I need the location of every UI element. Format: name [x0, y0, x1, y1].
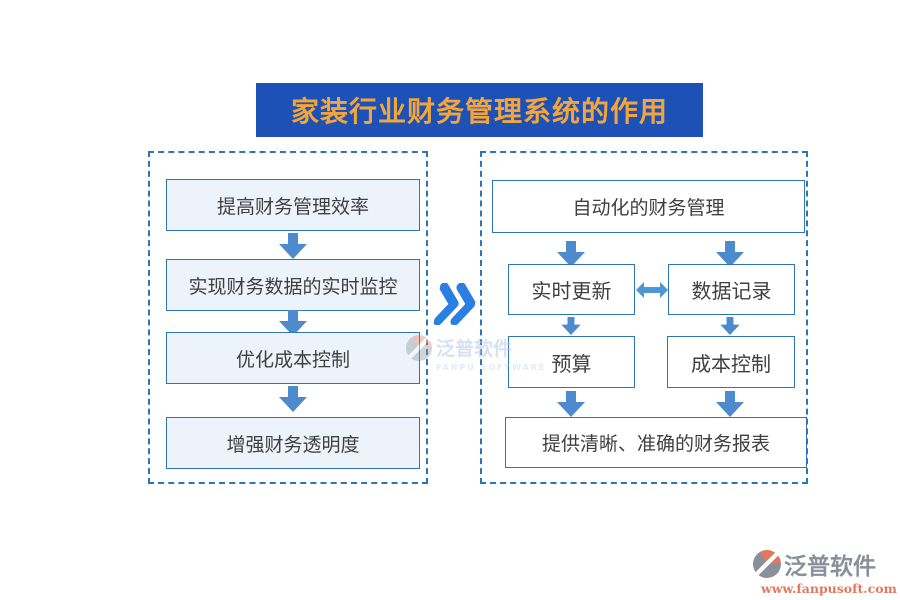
- left-step-4: 增强财务透明度: [166, 417, 420, 469]
- left-step-3-label: 优化成本控制: [235, 348, 350, 371]
- title-banner: 家装行业财务管理系统的作用: [256, 83, 703, 137]
- right-box-cost-control: 成本控制: [667, 336, 795, 388]
- double-chevron-icon: [433, 282, 476, 326]
- right-footer-label: 提供清晰、准确的财务报表: [541, 433, 770, 455]
- right-footer-box: 提供清晰、准确的财务报表: [505, 417, 807, 468]
- left-step-1: 提高财务管理效率: [166, 179, 420, 231]
- site-logo: 泛普软件 www.fanpusoft.com: [753, 547, 897, 596]
- down-arrow-icon: [715, 317, 745, 335]
- down-arrow-icon: [715, 391, 745, 417]
- right-panel: 自动化的财务管理 实时更新 数据记录 预算 成本控制: [480, 151, 808, 484]
- down-arrow-icon: [556, 241, 586, 267]
- left-step-2: 实现财务数据的实时监控: [166, 259, 420, 311]
- double-headed-arrow-icon: [636, 280, 668, 300]
- left-step-3: 优化成本控制: [166, 332, 420, 384]
- right-header-label: 自动化的财务管理: [572, 197, 725, 219]
- right-box-budget: 预算: [508, 336, 635, 388]
- right-box-data-record: 数据记录: [668, 264, 795, 315]
- left-step-2-label: 实现财务数据的实时监控: [188, 275, 398, 298]
- right-box-data-record-label: 数据记录: [691, 279, 772, 303]
- right-box-budget-label: 预算: [551, 351, 592, 376]
- page-title: 家装行业财务管理系统的作用: [290, 95, 668, 128]
- left-step-1-label: 提高财务管理效率: [216, 195, 369, 218]
- right-box-realtime-update: 实时更新: [508, 264, 635, 315]
- right-box-realtime-update-label: 实时更新: [531, 279, 612, 303]
- down-arrow-icon: [278, 233, 308, 259]
- fanpu-logo-icon: [753, 550, 781, 578]
- left-step-4-label: 增强财务透明度: [226, 433, 360, 456]
- site-logo-website: www.fanpusoft.com: [761, 581, 897, 596]
- right-box-cost-control-label: 成本控制: [691, 351, 771, 376]
- down-arrow-icon: [278, 386, 308, 412]
- left-panel: 提高财务管理效率 实现财务数据的实时监控 优化成本控制 增强财务透明度: [148, 151, 428, 484]
- right-header-box: 自动化的财务管理: [492, 180, 805, 233]
- down-arrow-icon: [556, 317, 586, 335]
- site-logo-brand: 泛普软件: [784, 553, 876, 580]
- down-arrow-icon: [556, 391, 586, 417]
- down-arrow-icon: [715, 241, 745, 267]
- down-arrow-icon: [278, 310, 308, 336]
